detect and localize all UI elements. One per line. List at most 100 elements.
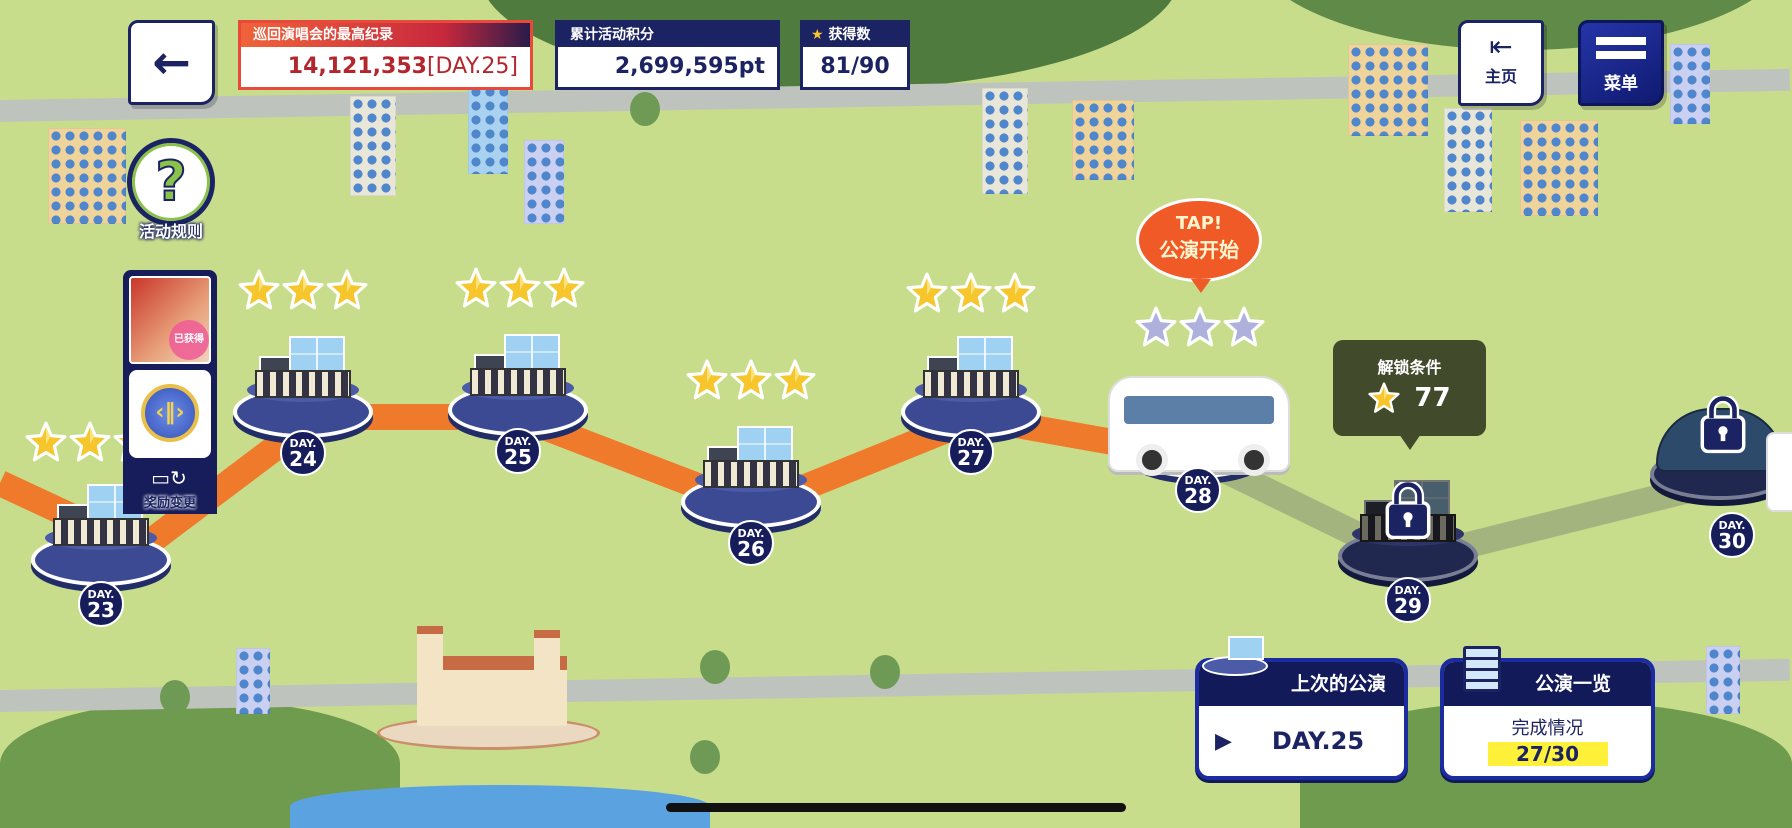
star-empty-icon xyxy=(1135,306,1177,348)
reward-change-label[interactable]: 奖励变更 xyxy=(143,496,196,511)
day-badge-30: DAY.30 xyxy=(1709,512,1755,558)
day-badge-24: DAY.24 xyxy=(280,430,326,476)
event-points-label: 累计活动积分 xyxy=(558,23,777,47)
menu-label: 菜单 xyxy=(1604,74,1638,94)
building xyxy=(1706,646,1740,714)
star-icon xyxy=(730,359,772,401)
stars-day-28 xyxy=(1135,306,1265,348)
star-icon xyxy=(69,421,111,463)
star-icon xyxy=(238,269,280,311)
best-record-day: [DAY.25] xyxy=(426,54,518,79)
menu-button[interactable]: 菜单 xyxy=(1578,20,1664,106)
switch-arrows-icon: ‹‖› xyxy=(141,384,199,442)
building xyxy=(1520,120,1598,216)
home-button[interactable]: ⇤ 主页 xyxy=(1458,20,1544,106)
best-record-score: 14,121,353 xyxy=(287,54,427,79)
tree xyxy=(690,740,720,774)
stars-obtained-label: 获得数 xyxy=(828,27,871,43)
building xyxy=(236,648,270,714)
day-badge-29: DAY.29 xyxy=(1385,577,1431,623)
star-icon xyxy=(774,359,816,401)
day-badge-28: DAY.28 xyxy=(1175,467,1221,513)
last-show-button[interactable]: 上次的公演 ▶ DAY.25 xyxy=(1195,658,1408,780)
day-badge-26: DAY.26 xyxy=(728,520,774,566)
event-rules-button[interactable]: ? 活动规则 xyxy=(125,138,217,248)
star-icon xyxy=(282,269,324,311)
event-points-box: 累计活动积分 2,699,595pt xyxy=(555,20,780,90)
building xyxy=(1072,100,1134,180)
tree xyxy=(870,655,900,689)
building xyxy=(1444,108,1492,212)
star-icon xyxy=(994,272,1036,314)
stars-obtained-box: ★ 获得数 81/90 xyxy=(800,20,910,90)
tree xyxy=(630,92,660,126)
bus-windows xyxy=(1124,396,1274,424)
bus-wheel xyxy=(1136,444,1168,476)
reward-panel: 已获得 ‹‖› ▭↻ 奖励变更 xyxy=(123,270,217,514)
building xyxy=(1670,44,1710,124)
venue-building-icon xyxy=(1202,636,1272,676)
rules-label: 活动规则 xyxy=(138,222,203,241)
stars-day-24 xyxy=(238,269,368,311)
building xyxy=(1348,44,1428,136)
tap-start-bubble[interactable]: TAP! 公演开始 xyxy=(1136,198,1262,293)
day-badge-25: DAY.25 xyxy=(495,428,541,474)
card-refresh-icon: ▭↻ xyxy=(151,466,187,490)
star-icon xyxy=(1368,382,1400,414)
stage-day-24[interactable] xyxy=(233,336,373,460)
star-empty-icon xyxy=(1179,306,1221,348)
reward-card-portrait[interactable]: 已获得 xyxy=(129,276,211,364)
stars-day-26 xyxy=(686,359,816,401)
tap-label: TAP! xyxy=(1175,213,1223,234)
star-icon xyxy=(950,272,992,314)
question-icon: ? xyxy=(127,138,215,226)
star-empty-icon xyxy=(1223,306,1265,348)
last-show-day: DAY.25 xyxy=(1271,727,1365,755)
lock-icon xyxy=(1700,396,1746,454)
star-icon xyxy=(326,269,368,311)
building xyxy=(982,88,1028,194)
menu-icon xyxy=(1596,37,1646,59)
document-list-icon xyxy=(1463,646,1501,692)
back-button[interactable]: ← xyxy=(128,20,215,105)
tree xyxy=(160,680,190,714)
star-icon: ★ xyxy=(811,27,824,43)
star-icon xyxy=(906,272,948,314)
tree xyxy=(700,650,730,684)
reward-card-day-30[interactable] xyxy=(1766,432,1792,512)
lock-icon xyxy=(1385,482,1431,540)
start-show-label: 公演开始 xyxy=(1159,238,1239,262)
exit-home-icon: ⇤ xyxy=(1489,30,1513,63)
building xyxy=(350,96,396,196)
reward-switch-button[interactable]: ‹‖› xyxy=(129,370,211,458)
building xyxy=(468,84,508,174)
stage-day-27[interactable] xyxy=(901,336,1041,460)
star-icon xyxy=(499,267,541,309)
best-record-box: 巡回演唱会的最高纪录 14,121,353[DAY.25] xyxy=(238,20,533,90)
building xyxy=(524,140,564,224)
completion-value: 27/30 xyxy=(1487,742,1608,766)
fountain-plaza xyxy=(377,626,600,750)
star-icon xyxy=(25,421,67,463)
bus-wheel xyxy=(1238,444,1270,476)
home-indicator[interactable] xyxy=(666,803,1126,812)
water xyxy=(290,785,710,828)
tour-bus[interactable] xyxy=(1108,376,1290,476)
completion-label: 完成情况 xyxy=(1511,718,1584,739)
obtained-stamp: 已获得 xyxy=(169,320,209,360)
event-points-value: 2,699,595pt xyxy=(614,54,765,79)
star-icon xyxy=(543,267,585,309)
best-record-label: 巡回演唱会的最高纪录 xyxy=(241,23,530,47)
stars-obtained-value: 81/90 xyxy=(820,54,890,79)
building xyxy=(48,128,126,224)
unlock-condition-title: 解锁条件 xyxy=(1377,358,1442,377)
star-icon xyxy=(686,359,728,401)
play-icon: ▶ xyxy=(1215,728,1232,754)
back-arrow-icon: ← xyxy=(152,35,191,89)
unlock-star-requirement: 77 xyxy=(1414,383,1451,413)
star-icon xyxy=(455,267,497,309)
unlock-condition-tooltip: 解锁条件 77 xyxy=(1333,340,1486,450)
stars-day-25 xyxy=(455,267,585,309)
home-label: 主页 xyxy=(1484,67,1517,86)
day-badge-27: DAY.27 xyxy=(948,429,994,475)
